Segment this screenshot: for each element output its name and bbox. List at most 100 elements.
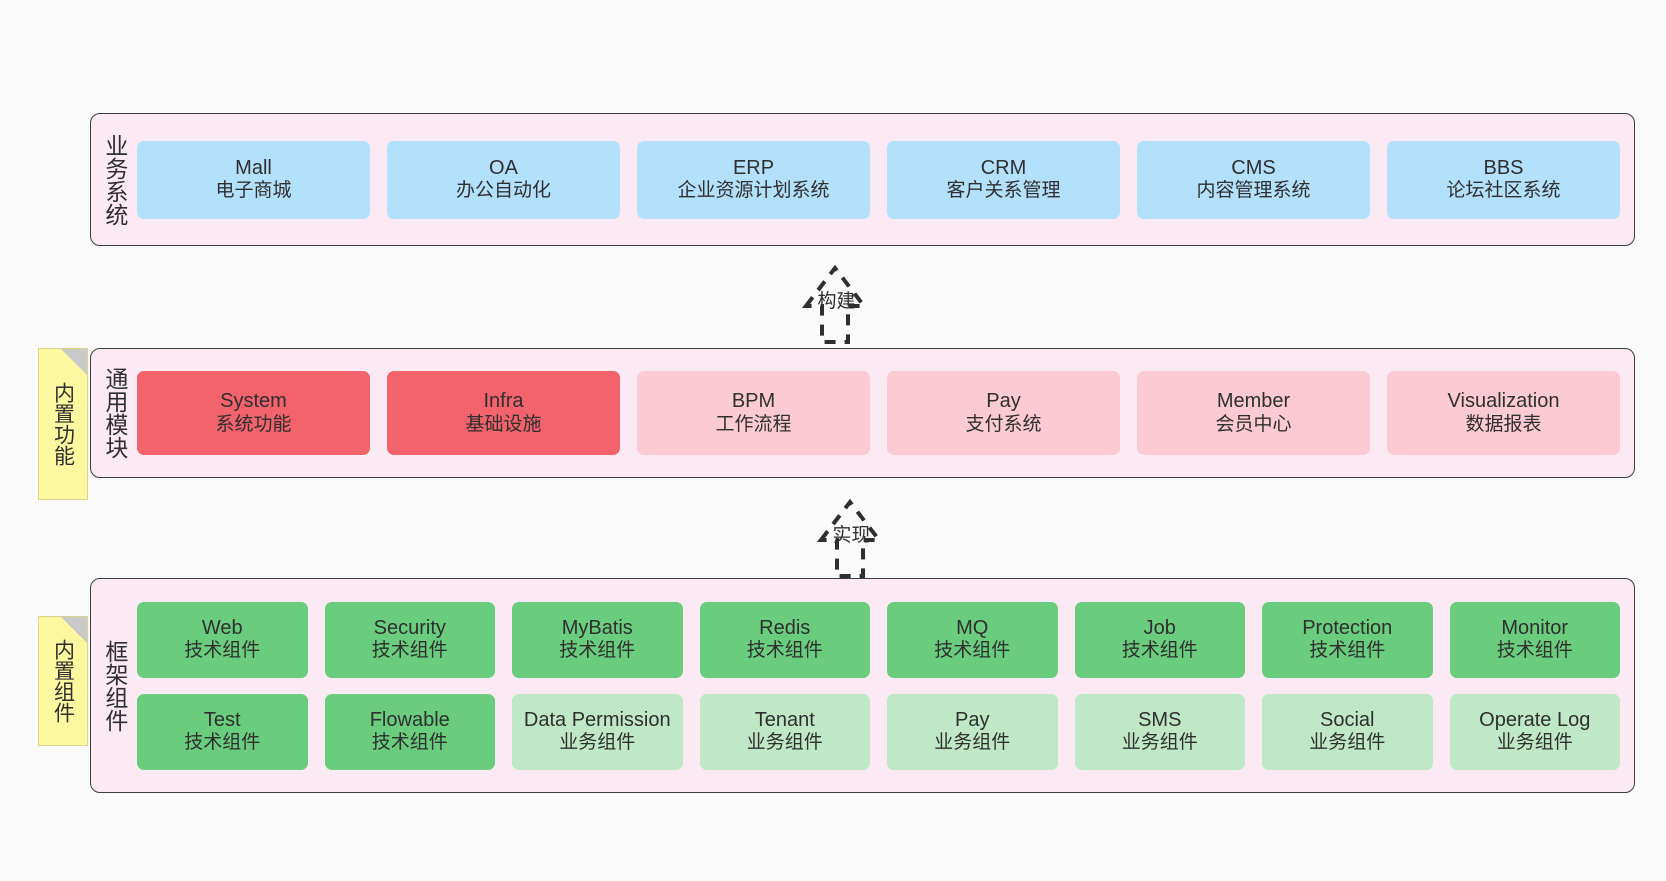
note-builtin-function: 内置功能 [38,348,88,500]
card-title: BPM [731,390,776,413]
card-title: SMS [1138,708,1182,731]
card-title: Visualization [1447,390,1560,413]
card-title: Security [373,616,446,639]
card-subtitle: 会员中心 [1215,413,1292,435]
card-subtitle: 论坛社区系统 [1446,180,1561,202]
card-title: CRM [980,156,1027,179]
card-data-permission[interactable]: Data Permission 业务组件 [512,693,683,770]
card-subtitle: 业务组件 [746,732,823,754]
card-subtitle: 内容管理系统 [1196,180,1311,202]
card-subtitle: 客户关系管理 [946,180,1061,202]
card-title: MyBatis [561,616,633,639]
card-subtitle: 技术组件 [371,640,448,662]
card-erp[interactable]: ERP 企业资源计划系统 [637,140,870,219]
card-title: Member [1216,390,1291,413]
card-pay-component[interactable]: Pay 业务组件 [887,693,1058,770]
card-title: System [220,390,287,413]
card-subtitle: 技术组件 [746,640,823,662]
card-title: Data Permission [523,708,671,731]
layer-title-business-system: 业务系统 [101,133,128,226]
card-security[interactable]: Security 技术组件 [324,601,495,678]
card-title: Test [203,708,241,731]
card-title: Pay [986,390,1021,413]
card-monitor[interactable]: Monitor 技术组件 [1449,601,1620,678]
card-title: Infra [483,390,524,413]
layer-title-framework-component: 框架组件 [101,639,128,732]
card-row: System 系统功能 Infra 基础设施 BPM 工作流程 Pay 支付系统… [137,371,1620,455]
card-title: Mall [235,156,272,179]
card-flowable[interactable]: Flowable 技术组件 [324,693,495,770]
card-subtitle: 业务组件 [1309,732,1386,754]
card-title: CMS [1231,156,1276,179]
card-test[interactable]: Test 技术组件 [137,693,308,770]
card-subtitle: 技术组件 [371,732,448,754]
card-subtitle: 办公自动化 [455,180,551,202]
layer-title-common-module: 通用模块 [101,367,128,459]
card-subtitle: 数据报表 [1465,413,1542,435]
layer-common-module: 通用模块 System 系统功能 Infra 基础设施 BPM 工作流程 Pay… [90,348,1635,478]
card-infra[interactable]: Infra 基础设施 [387,371,620,455]
card-title: ERP [732,156,775,179]
card-title: OA [489,156,518,179]
card-subtitle: 技术组件 [1309,640,1386,662]
card-social[interactable]: Social 业务组件 [1262,693,1433,770]
layer-body-framework-component: Web 技术组件 Security 技术组件 MyBatis 技术组件 Redi… [137,579,1634,792]
card-subtitle: 业务组件 [1121,732,1198,754]
card-pay[interactable]: Pay 支付系统 [887,371,1120,455]
note-fold-corner-icon [61,617,87,643]
connector-label-build: 构建 [817,291,856,312]
card-title: Monitor [1501,616,1569,639]
card-title: Social [1320,708,1375,731]
card-subtitle: 基础设施 [465,413,542,435]
card-job[interactable]: Job 技术组件 [1074,601,1245,678]
card-title: Tenant [754,708,815,731]
card-mybatis[interactable]: MyBatis 技术组件 [512,601,683,678]
card-operate-log[interactable]: Operate Log 业务组件 [1449,693,1620,770]
card-subtitle: 工作流程 [715,413,792,435]
card-row: Web 技术组件 Security 技术组件 MyBatis 技术组件 Redi… [137,601,1620,678]
card-subtitle: 业务组件 [934,732,1011,754]
card-subtitle: 技术组件 [1121,640,1198,662]
card-system[interactable]: System 系统功能 [137,371,370,455]
note-builtin-component: 内置组件 [38,616,88,746]
card-subtitle: 技术组件 [559,640,636,662]
card-subtitle: 支付系统 [965,413,1042,435]
card-title: Job [1143,616,1176,639]
card-web[interactable]: Web 技术组件 [137,601,308,678]
layer-business-system: 业务系统 Mall 电子商城 OA 办公自动化 ERP 企业资源计划系统 CRM… [90,113,1635,246]
layer-framework-component: 框架组件 Web 技术组件 Security 技术组件 MyBatis 技术组件… [90,578,1635,793]
card-oa[interactable]: OA 办公自动化 [387,140,620,219]
card-cms[interactable]: CMS 内容管理系统 [1137,140,1370,219]
card-title: Web [201,616,243,639]
card-mall[interactable]: Mall 电子商城 [137,140,370,219]
connector-label-implement: 实现 [832,525,871,546]
card-row: Mall 电子商城 OA 办公自动化 ERP 企业资源计划系统 CRM 客户关系… [137,140,1620,219]
dashed-hollow-arrow-up-icon [801,264,869,344]
card-protection[interactable]: Protection 技术组件 [1262,601,1433,678]
note-label: 内置组件 [51,639,75,723]
card-visualization[interactable]: Visualization 数据报表 [1387,371,1620,455]
card-title: Pay [955,708,990,731]
card-crm[interactable]: CRM 客户关系管理 [887,140,1120,219]
card-sms[interactable]: SMS 业务组件 [1074,693,1245,770]
card-subtitle: 业务组件 [559,732,636,754]
card-tenant[interactable]: Tenant 业务组件 [699,693,870,770]
card-title: Redis [759,616,811,639]
card-subtitle: 技术组件 [184,640,261,662]
card-subtitle: 业务组件 [1496,732,1573,754]
card-bbs[interactable]: BBS 论坛社区系统 [1387,140,1620,219]
card-mq[interactable]: MQ 技术组件 [887,601,1058,678]
card-member[interactable]: Member 会员中心 [1137,371,1370,455]
card-redis[interactable]: Redis 技术组件 [699,601,870,678]
card-title: MQ [956,616,989,639]
card-bpm[interactable]: BPM 工作流程 [637,371,870,455]
layer-body-common-module: System 系统功能 Infra 基础设施 BPM 工作流程 Pay 支付系统… [137,349,1634,477]
card-subtitle: 系统功能 [215,413,292,435]
card-subtitle: 电子商城 [215,180,292,202]
layer-body-business-system: Mall 电子商城 OA 办公自动化 ERP 企业资源计划系统 CRM 客户关系… [137,114,1634,245]
card-subtitle: 企业资源计划系统 [677,180,830,202]
card-title: Protection [1302,616,1393,639]
dashed-hollow-arrow-up-icon [816,498,884,578]
note-label: 内置功能 [51,382,75,466]
